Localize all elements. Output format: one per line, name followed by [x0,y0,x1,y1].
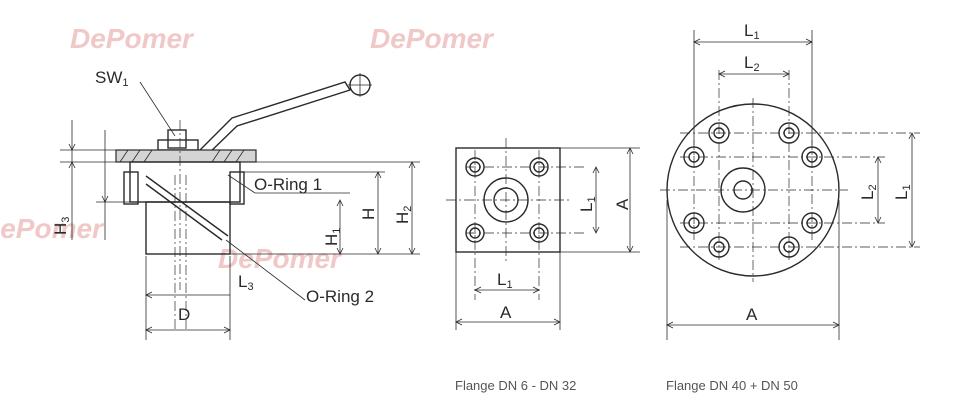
label-l2-top: L2 [744,53,760,74]
label-l1-top: L1 [744,21,760,42]
label-h3: H3 [51,217,72,235]
label-l3: L3 [238,272,254,293]
caption-flange-large: Flange DN 40 + DN 50 [666,378,798,393]
label-l1-right: L1 [892,184,913,200]
round-flange-view: L1 L2 L1 L2 A [660,21,920,340]
label-h1: H1 [322,228,343,246]
label-a: A [746,305,758,324]
label-h2: H2 [393,206,414,224]
watermark: DePomer [0,213,105,244]
label-d: D [178,305,190,324]
side-view: SW1 O-Ring 1 O-Ring 2 L3 D H3 H1 H H2 [51,68,420,340]
label-oring1: O-Ring 1 [254,175,322,194]
label-sw1: SW1 [95,68,129,89]
square-flange-view: A L1 L1 A [446,138,640,330]
label-l1-vertical: L1 [577,196,598,212]
label-l1: L1 [497,270,513,291]
label-oring2: O-Ring 2 [306,287,374,306]
label-l2-right: L2 [858,184,879,200]
label-a: A [500,303,512,322]
watermark: DePomer [370,23,495,54]
watermarks: DePomer DePomer DePomer DePomer [0,23,495,274]
label-h: H [359,208,378,220]
label-a-vertical: A [613,198,632,210]
watermark: DePomer [70,23,195,54]
caption-flange-small: Flange DN 6 - DN 32 [455,378,576,393]
watermark: DePomer [218,243,343,274]
